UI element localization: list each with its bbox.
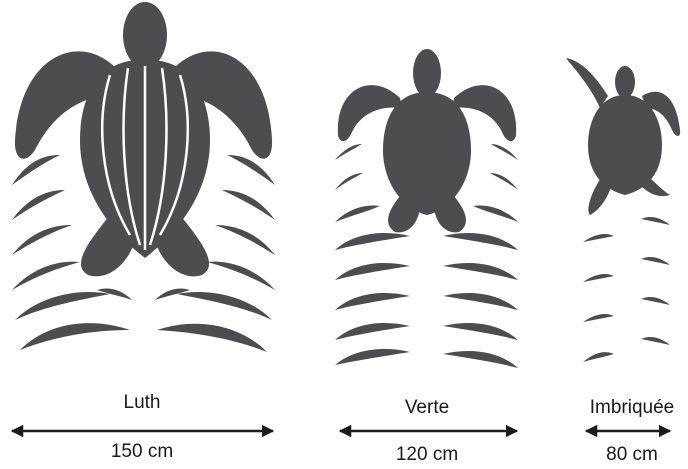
green-turtle-icon (338, 49, 516, 232)
hawksbill-size: 80 cm (606, 444, 658, 466)
hawksbill-turtle-icon (566, 58, 680, 215)
green-turtle-name: Verte (405, 397, 449, 419)
leatherback-turtle-icon (15, 2, 272, 276)
green-turtle-size: 120 cm (396, 444, 458, 466)
hawksbill-wave-marks (583, 217, 670, 362)
leatherback-size: 150 cm (111, 441, 173, 463)
leatherback-name: Luth (124, 392, 161, 414)
hawksbill-name: Imbriquée (590, 397, 675, 419)
